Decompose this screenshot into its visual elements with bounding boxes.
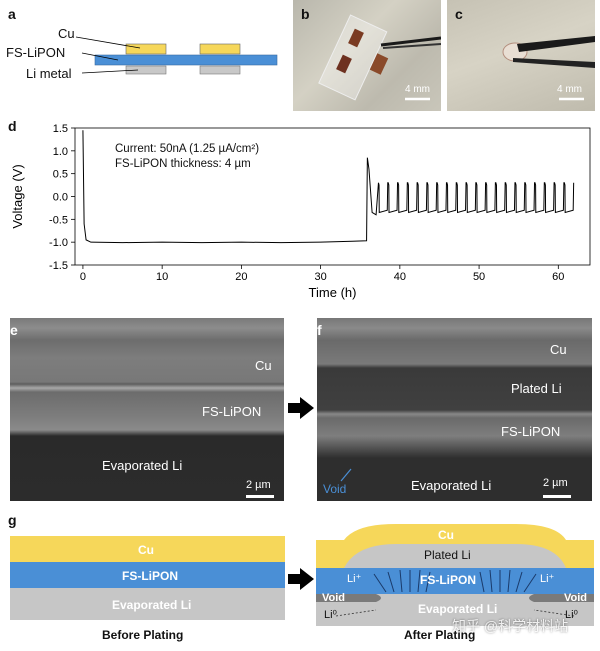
scale-b: 4 mm <box>405 84 430 95</box>
x-tick-label: 30 <box>314 271 326 283</box>
after-void-right <box>529 594 594 602</box>
panel-d-label: d <box>8 118 17 134</box>
x-tick-label: 10 <box>156 271 168 283</box>
y-tick-label: 1.5 <box>53 123 68 135</box>
leader-li <box>81 69 139 74</box>
chart-annotation-2: FS-LiPON thickness: 4 µm <box>115 158 251 170</box>
y-tick-label: -1.0 <box>49 237 68 249</box>
cu-block-right <box>199 43 241 55</box>
y-axis-label: Voltage (V) <box>10 164 25 228</box>
scale-e: 2 µm <box>246 479 271 491</box>
void-pointer <box>340 468 352 482</box>
sem-f-cu: Cu <box>550 342 567 357</box>
after-liplus-left: Li⁺ <box>347 573 362 585</box>
after-liplus-right: Li⁺ <box>540 573 555 585</box>
sem-e-fs: FS-LiPON <box>202 404 262 419</box>
after-plated-label: Plated Li <box>424 548 471 562</box>
chart-annotation-1: Current: 50nA (1.25 µA/cm²) <box>115 143 260 155</box>
sem-e-li: Evaporated Li <box>102 458 183 473</box>
after-plating-diagram <box>316 524 594 626</box>
voltage-series-line <box>82 130 575 244</box>
photo-b: b 4 mm <box>293 0 441 111</box>
panel-c-label: c <box>455 6 463 22</box>
panel-f-label: f <box>317 322 322 338</box>
scale-bar-e <box>246 495 274 498</box>
cu-block-left <box>125 43 167 55</box>
sem-f-void: Void <box>323 482 347 496</box>
x-tick-label: 60 <box>552 271 564 283</box>
label-cu: Cu <box>58 26 75 41</box>
scale-c: 4 mm <box>557 84 582 95</box>
sem-f-li: Evaporated Li <box>411 478 492 493</box>
scale-bar-f <box>543 495 571 498</box>
panel-b-label: b <box>301 6 310 22</box>
x-tick-label: 0 <box>80 271 86 283</box>
li0-arrows <box>335 609 575 617</box>
sem-f-fs: FS-LiPON <box>501 424 561 439</box>
li-block-left <box>125 65 167 75</box>
li-block-right <box>199 65 241 75</box>
ion-arrows <box>373 569 537 593</box>
before-caption: Before Plating <box>102 628 184 642</box>
after-fs-label: FS-LiPON <box>420 573 476 587</box>
photo-c-content <box>502 36 595 101</box>
before-cu-layer <box>10 536 285 562</box>
panel-a-label: a <box>8 6 16 22</box>
x-tick-label: 20 <box>235 271 247 283</box>
panel-g-label: g <box>8 512 17 528</box>
after-cu-label: Cu <box>438 528 454 542</box>
before-li-layer <box>10 588 285 620</box>
sem-image-f: f Cu Plated Li FS-LiPON Void Evaporated … <box>317 318 592 501</box>
panel-e-label: e <box>10 322 18 338</box>
label-li-metal: Li metal <box>26 66 72 81</box>
voltage-chart: 0 10 20 30 40 50 60 -1.5 -1.0 -0.5 0.0 0.5 1.0 1.5Tim… <box>10 123 591 300</box>
after-void-left <box>316 594 381 602</box>
leader-fs <box>81 52 119 61</box>
after-void-right-label: Void <box>564 592 588 604</box>
watermark: 知乎 @科学材料站 <box>452 618 569 634</box>
before-fs-layer <box>10 562 285 588</box>
before-fs-label: FS-LiPON <box>122 569 178 583</box>
sem-e-cu: Cu <box>255 358 272 373</box>
before-cu-label: Cu <box>138 543 154 557</box>
after-li-label: Evaporated Li <box>418 602 498 616</box>
after-plated-layer <box>344 544 566 568</box>
after-li0-right: Li⁰ <box>565 609 578 621</box>
leader-cu <box>75 36 141 49</box>
sem-f-plated: Plated Li <box>511 381 562 396</box>
before-li-label: Evaporated Li <box>112 598 192 612</box>
after-void-left-label: Void <box>322 592 346 604</box>
y-tick-label: 1.0 <box>53 146 68 158</box>
x-tick-label: 50 <box>473 271 485 283</box>
label-fs-lipon: FS-LiPON <box>6 45 66 60</box>
y-tick-label: 0.5 <box>53 169 68 181</box>
x-axis-label: Time (h) <box>309 285 357 300</box>
y-tick-label: 0.0 <box>53 192 68 204</box>
after-caption: After Plating <box>404 628 476 642</box>
after-fs-layer <box>316 568 594 594</box>
photo-c: c 4 mm <box>447 0 595 111</box>
panel-a-diagram <box>75 36 278 75</box>
y-tick-label: -0.5 <box>49 214 68 226</box>
fs-lipon-bar <box>94 54 278 66</box>
after-li0-left: Li⁰ <box>324 609 337 621</box>
scale-f: 2 µm <box>543 477 568 489</box>
sem-image-e: e Cu FS-LiPON Evaporated Li 2 µm <box>10 318 284 501</box>
y-tick-label: -1.5 <box>49 260 68 272</box>
arrow-before-to-after <box>288 568 314 590</box>
before-plating-diagram <box>10 536 285 620</box>
x-tick-label: 40 <box>394 271 406 283</box>
arrow-e-to-f <box>288 397 314 419</box>
photo-b-content <box>318 14 441 101</box>
